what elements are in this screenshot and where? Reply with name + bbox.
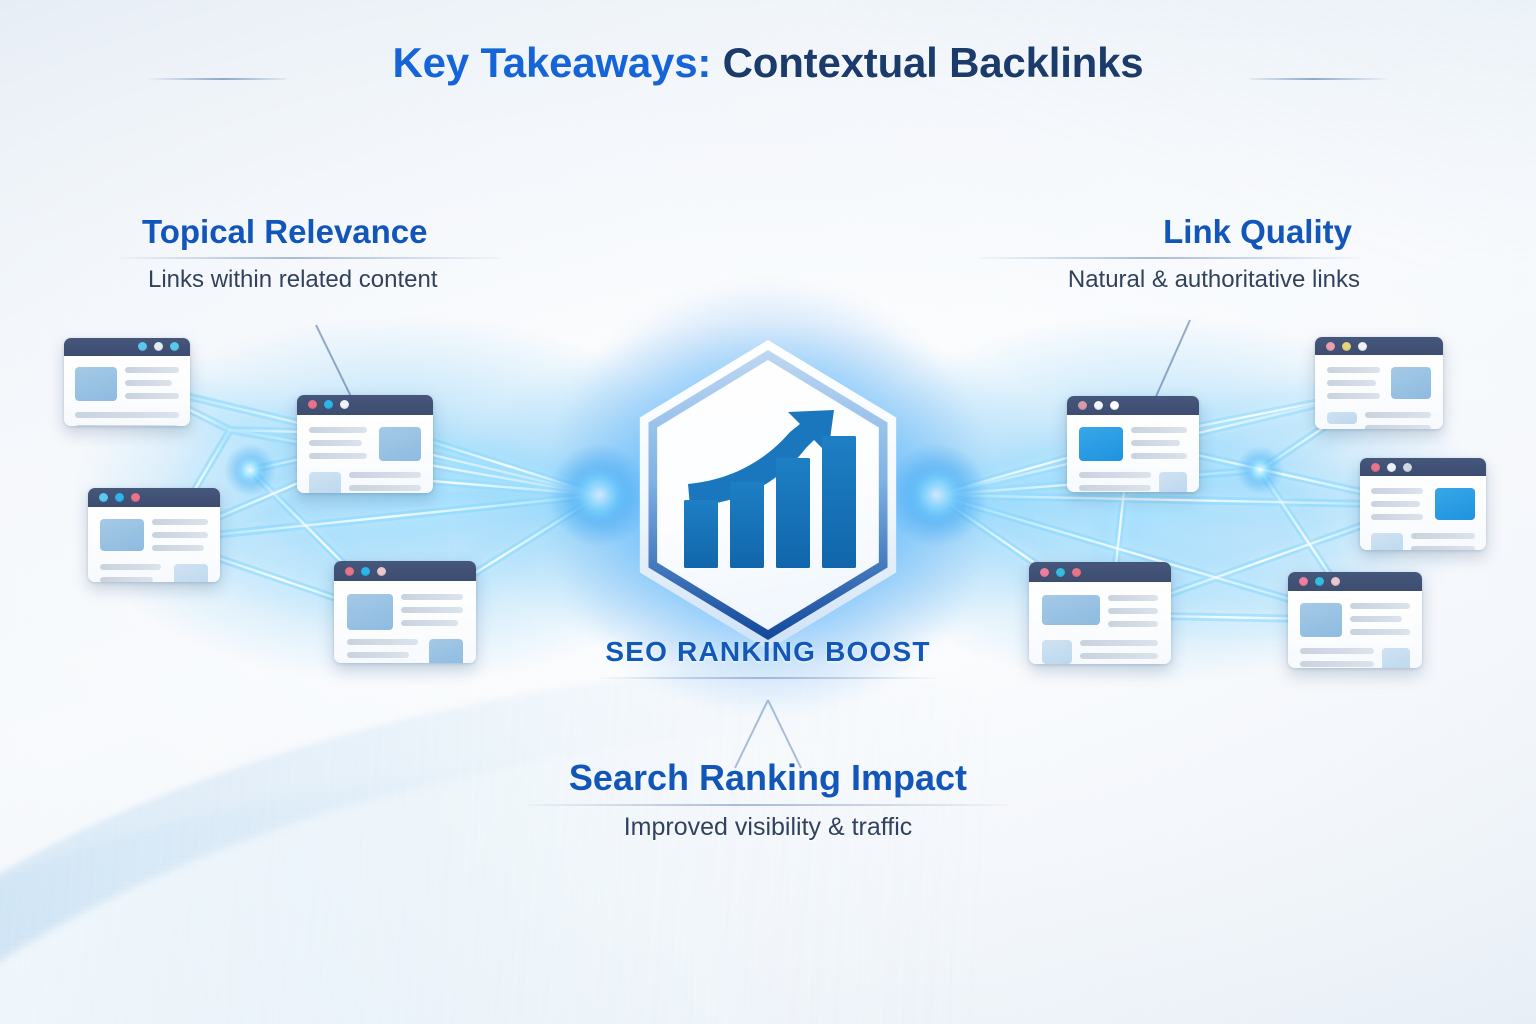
- card-dot-red: [138, 342, 147, 352]
- card-image-block-small: [1371, 532, 1404, 550]
- title-rule-left: [146, 78, 286, 80]
- center-caption-text: SEO RANKING BOOST: [605, 636, 931, 667]
- page-title-accent: Key Takeaways:: [392, 39, 712, 86]
- card-body: [1288, 591, 1422, 668]
- card-dot-teal: [1056, 567, 1065, 577]
- card-titlebar: [1067, 396, 1199, 416]
- center-caption-rule: [600, 677, 936, 679]
- card-image-block: [1300, 603, 1343, 638]
- card-image-block: [1078, 427, 1123, 462]
- page-title: Key Takeaways: Contextual Backlinks: [0, 39, 1536, 86]
- seo-ranking-boost-badge[interactable]: [478, 220, 1058, 780]
- card-titlebar: [334, 561, 476, 582]
- card-image-block: [378, 426, 421, 461]
- card-titlebar: [1288, 572, 1422, 592]
- card-dot-white: [1387, 462, 1396, 472]
- card-image-block-small: [429, 639, 464, 663]
- card-dot-white: [170, 342, 179, 352]
- card-image-block-small: [1159, 472, 1188, 492]
- card-dot-teal: [154, 342, 163, 352]
- card-dot-lightpink: [1331, 577, 1340, 587]
- card-dot-teal: [324, 400, 333, 410]
- card-image-block-small: [1326, 411, 1357, 424]
- takeaway-rule: [120, 256, 500, 259]
- card-titlebar: [88, 488, 220, 507]
- card-body: [64, 355, 190, 426]
- takeaway-subtitle: Links within related content: [148, 265, 438, 293]
- takeaway-subtitle: Natural & authoritative links: [1067, 265, 1360, 293]
- backlink-card-5[interactable]: [1067, 396, 1199, 492]
- center-caption: SEO RANKING BOOST: [0, 636, 1536, 679]
- takeaway-title: Topical Relevance: [142, 213, 428, 250]
- card-dot-pink: [1299, 577, 1308, 587]
- card-titlebar: [64, 338, 190, 356]
- card-image-block: [346, 594, 393, 631]
- backlink-card-7[interactable]: [1360, 458, 1486, 550]
- card-dot-white: [1358, 341, 1367, 351]
- takeaway-rule: [980, 256, 1360, 259]
- card-dot-white: [340, 400, 349, 410]
- card-dot-gray: [1403, 462, 1412, 472]
- card-image-block-small: [174, 563, 209, 582]
- card-dot-red: [345, 566, 354, 576]
- card-body: [334, 581, 476, 663]
- takeaway-link-quality: Link Quality Natural & authoritative lin…: [980, 213, 1360, 294]
- card-titlebar: [1360, 458, 1486, 477]
- growth-bar-chart-arrow-icon: [684, 410, 856, 568]
- card-body: [88, 506, 220, 582]
- backlink-card-3[interactable]: [297, 395, 433, 493]
- header: Key Takeaways: Contextual Backlinks: [0, 39, 1536, 86]
- takeaway-subtitle: Improved visibility & traffic: [623, 813, 913, 842]
- takeaway-topical-relevance: Topical Relevance Links within related c…: [120, 213, 500, 294]
- card-dot-pink: [1078, 401, 1087, 411]
- card-image-block: [99, 518, 144, 551]
- card-dot-red: [1072, 567, 1081, 577]
- card-dot-teal: [361, 566, 370, 576]
- card-image-block: [1434, 487, 1475, 520]
- page-title-main: Contextual Backlinks: [722, 39, 1144, 86]
- backlink-card-4[interactable]: [334, 561, 476, 663]
- backlink-card-2[interactable]: [88, 488, 220, 582]
- card-dot-teal: [1315, 577, 1324, 587]
- card-dot-pink: [1326, 341, 1335, 351]
- card-body: [1067, 415, 1199, 492]
- card-dot-teal: [115, 492, 124, 502]
- card-titlebar: [1315, 337, 1443, 356]
- card-image-block: [1391, 366, 1432, 399]
- card-body: [297, 414, 433, 493]
- card-image-block: [75, 366, 118, 401]
- card-dot-white-2: [1110, 401, 1119, 411]
- card-dot-red: [131, 492, 140, 502]
- card-dot-blue: [99, 492, 108, 502]
- card-image-block-small: [1381, 648, 1410, 668]
- backlink-card-9[interactable]: [1288, 572, 1422, 668]
- card-dot-red: [308, 400, 317, 410]
- card-dot-yellow: [1342, 341, 1351, 351]
- backlink-card-6[interactable]: [1315, 337, 1443, 429]
- backlink-card-1[interactable]: [64, 338, 190, 426]
- card-body: [1315, 355, 1443, 429]
- card-dot-red: [1371, 462, 1380, 472]
- card-dot-pink: [377, 566, 386, 576]
- takeaway-rule: [528, 804, 1008, 807]
- card-titlebar: [297, 395, 433, 415]
- takeaway-title: Link Quality: [1163, 213, 1352, 250]
- card-dot-white: [1094, 401, 1103, 411]
- card-body: [1360, 476, 1486, 550]
- card-image-block-small: [309, 471, 342, 493]
